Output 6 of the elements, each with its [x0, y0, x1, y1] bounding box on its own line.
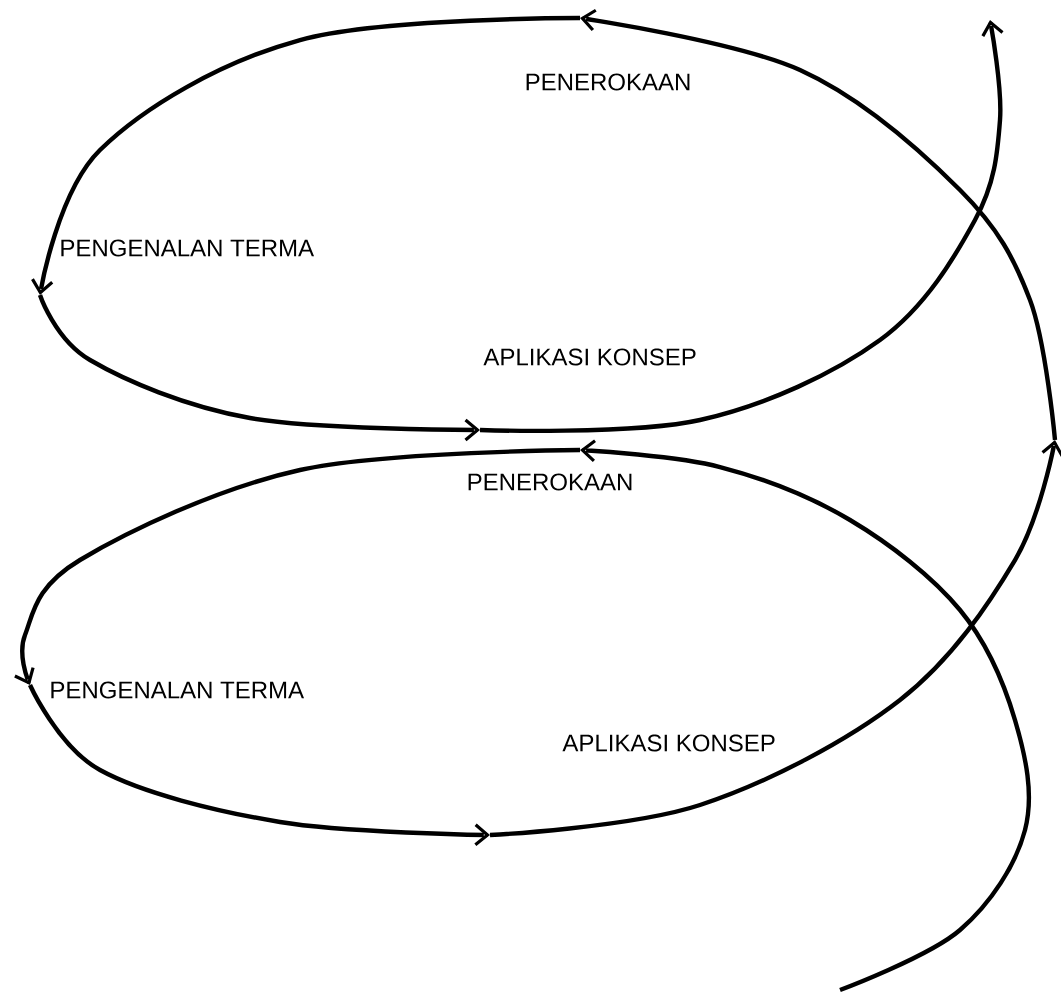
stage-label: PENGENALAN TERMA: [51, 681, 305, 699]
stage-label: PENEROKAAN: [526, 73, 690, 91]
stage-label: PENEROKAAN: [468, 473, 632, 491]
stage-label: APLIKASI KONSEP: [562, 734, 775, 752]
stage-label: APLIKASI KONSEP: [483, 348, 696, 366]
stage-label: PENGENALAN TERMA: [61, 239, 315, 257]
